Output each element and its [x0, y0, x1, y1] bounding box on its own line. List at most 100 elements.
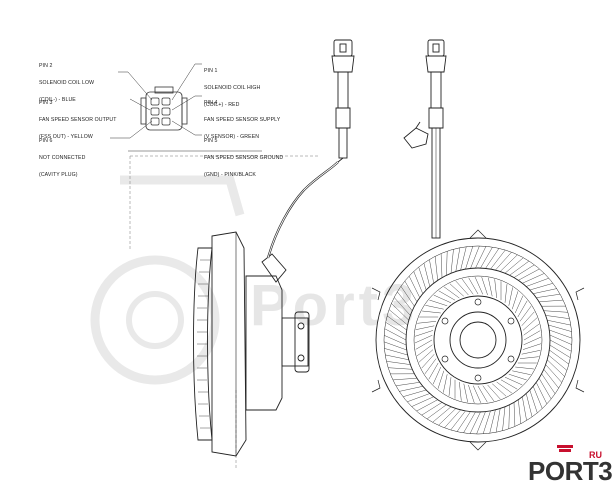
inner-fin — [477, 385, 488, 403]
fin — [548, 324, 572, 332]
fin — [434, 256, 438, 281]
pin2-line-2: SOLENOID COIL LOW — [39, 79, 95, 86]
inner-fin — [433, 294, 452, 304]
fin — [421, 402, 443, 416]
inner-fin — [504, 376, 523, 386]
side-view — [193, 39, 355, 457]
inner-fin — [515, 366, 534, 370]
fin — [482, 410, 491, 434]
inner-fin — [461, 278, 474, 295]
inner-fin — [512, 370, 531, 375]
fin — [384, 348, 408, 356]
inner-fin — [511, 291, 519, 310]
fin — [538, 378, 552, 400]
inner-fin — [481, 277, 488, 296]
pin5-line-1: PIN 5 — [204, 138, 218, 145]
inner-fin — [487, 384, 501, 400]
inner-fin — [494, 279, 497, 299]
fin — [385, 322, 407, 336]
inner-fin — [455, 280, 469, 296]
inner-fin — [459, 381, 462, 401]
fin — [532, 386, 543, 409]
pin4-line-3: (V SENSOR) - GREEN — [204, 133, 260, 140]
inner-fin — [500, 379, 518, 390]
pin3-line-3: (FSS OUT) - YELLOW — [39, 133, 93, 140]
pin6-label: PIN 6 NOT CONNECTED (CAVITY PLUG) — [39, 128, 85, 184]
inner-fin — [472, 385, 482, 403]
fin — [416, 399, 438, 412]
inner-fin — [519, 356, 539, 359]
brand-logo: PORT3 RU — [528, 445, 613, 486]
fin — [450, 410, 466, 431]
logo-tld: RU — [589, 450, 602, 460]
fin — [502, 406, 506, 431]
inner-fin — [449, 283, 464, 297]
fin — [549, 329, 573, 339]
fin — [395, 382, 420, 387]
fin — [450, 249, 454, 274]
inner-fin — [496, 381, 513, 394]
fin — [470, 245, 480, 269]
inner-fin — [437, 370, 445, 389]
pin3-line-2: FAN SPEED SENSOR OUTPUT — [39, 116, 117, 123]
inner-fin — [522, 317, 538, 331]
fin — [547, 319, 571, 326]
fin — [475, 246, 487, 269]
inner-fin — [448, 377, 452, 396]
fin — [469, 411, 481, 434]
fin — [504, 257, 524, 274]
fin — [480, 246, 493, 269]
fin — [547, 359, 565, 377]
inner-fin — [521, 311, 535, 326]
pin3-line-1: PIN 3 — [39, 100, 53, 107]
inner-fin — [443, 286, 460, 299]
fin — [549, 344, 571, 358]
fin — [529, 283, 553, 291]
inner-fin — [474, 277, 484, 295]
inner-fin — [508, 287, 513, 306]
fin — [400, 286, 415, 307]
fin — [384, 328, 407, 341]
fin — [438, 408, 456, 426]
fin — [543, 310, 568, 313]
fin — [508, 404, 510, 429]
fin — [446, 251, 448, 276]
fin — [522, 396, 527, 421]
front-view — [371, 39, 585, 451]
inner-fin — [415, 334, 433, 344]
inner-fin — [415, 325, 435, 330]
fin — [545, 364, 562, 383]
fin — [413, 271, 424, 294]
fin — [495, 408, 501, 433]
fin — [465, 246, 474, 270]
fin — [423, 263, 431, 287]
inner-fin — [468, 277, 479, 295]
fin — [525, 393, 533, 417]
pin5-line-2: FAN SPEED SENSOR GROUND — [204, 154, 284, 161]
fin — [500, 254, 518, 272]
piston-icon — [557, 445, 573, 452]
pin6-line-3: (CAVITY PLUG) — [39, 171, 78, 178]
fin — [533, 288, 557, 294]
fin — [392, 377, 417, 381]
fin — [429, 259, 434, 284]
fin — [394, 297, 411, 316]
pin3-label: PIN 3 FAN SPEED SENSOR OUTPUT (FSS OUT) … — [39, 90, 117, 146]
fin — [536, 293, 561, 298]
pin5-label: PIN 5 FAN SPEED SENSOR GROUND (GND) - PI… — [204, 128, 283, 184]
pin4-line-1: PIN 4 — [204, 100, 218, 107]
fin — [476, 411, 486, 435]
fin — [385, 354, 409, 361]
fin — [391, 303, 409, 321]
inner-fin — [422, 310, 441, 314]
inner-fin — [425, 305, 444, 310]
fin — [518, 399, 522, 424]
fin — [522, 273, 545, 284]
fin — [539, 299, 564, 303]
inner-fin — [482, 385, 495, 402]
inner-fin — [424, 358, 437, 375]
inner-fin — [508, 373, 527, 381]
fin — [456, 411, 471, 432]
pin1-line-1: PIN 1 — [204, 68, 218, 75]
inner-fin — [416, 344, 433, 357]
